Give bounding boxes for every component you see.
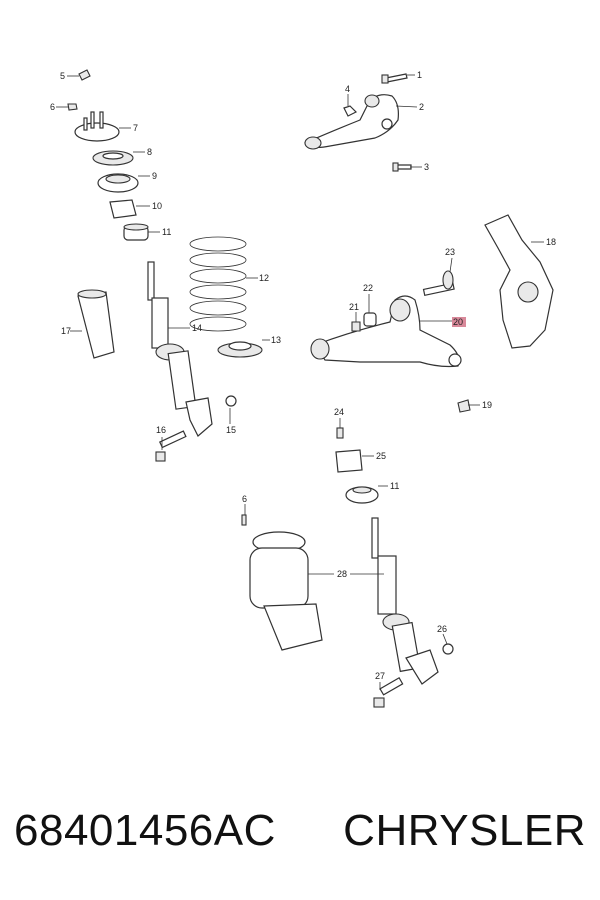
callout-17: 17: [61, 326, 71, 336]
nut-19: [457, 399, 471, 413]
air-spring-28: [249, 531, 323, 651]
nut-5: [78, 69, 91, 81]
bump-stop-10: [109, 199, 137, 219]
exploded-parts-diagram: 1 2 3 4 5 6 7 8 9 10 11 12 13 14 15 16 1…: [50, 69, 556, 708]
callout-14: 14: [192, 323, 202, 333]
brand-name: CHRYSLER: [343, 806, 586, 855]
callout-11: 11: [162, 227, 171, 237]
nut-6-bottom: [241, 514, 247, 526]
callout-5: 5: [60, 71, 65, 81]
highlighted-callout-bg: [452, 317, 466, 327]
callout-23: 23: [445, 247, 455, 257]
nut-15: [225, 395, 237, 407]
callout-7: 7: [133, 123, 138, 133]
callout-11-bottom: 11: [390, 481, 399, 491]
spring-seat-13: [217, 341, 263, 358]
callout-13: 13: [271, 335, 281, 345]
callout-18: 18: [546, 237, 556, 247]
front-shock-14: [147, 261, 213, 437]
bolt-23: [422, 270, 455, 296]
bolt-16: [155, 430, 187, 462]
mount-25: [335, 449, 363, 473]
callout-labels: 1 2 3 4 5 6 7 8 9 10 11 12 13 14 15 16 1…: [50, 70, 556, 681]
caption-bar: 68401456AC CHRYSLER: [0, 796, 600, 866]
nut-24: [336, 427, 344, 439]
dust-boot-17: [77, 289, 115, 359]
nut-21: [351, 321, 361, 332]
callout-20: 20: [453, 317, 463, 327]
callout-24: 24: [334, 407, 344, 417]
callout-4: 4: [345, 84, 350, 94]
lower-control-arm-20: [310, 295, 462, 368]
upper-control-arm: [304, 94, 399, 150]
callout-25: 25: [376, 451, 386, 461]
callout-8: 8: [147, 147, 152, 157]
callout-22: 22: [363, 283, 373, 293]
callout-28: 28: [337, 569, 347, 579]
callout-21: 21: [349, 302, 359, 312]
strut-mount-7: [74, 111, 120, 142]
callout-12: 12: [259, 273, 269, 283]
knuckle-18: [484, 214, 554, 349]
bushing-22: [363, 312, 377, 327]
callout-1: 1: [417, 70, 422, 80]
callout-16: 16: [156, 425, 166, 435]
nut-6-top: [67, 103, 78, 111]
callout-6: 6: [50, 102, 55, 112]
callout-27: 27: [375, 671, 385, 681]
bolt-1: [381, 73, 408, 84]
nut-26: [442, 643, 454, 655]
rear-shock-28: [371, 517, 439, 685]
callout-6-bottom: 6: [242, 494, 247, 504]
callout-3: 3: [424, 162, 429, 172]
callout-10: 10: [152, 201, 162, 211]
callout-15: 15: [226, 425, 236, 435]
bolt-27: [373, 676, 404, 708]
bushing-4: [343, 105, 358, 117]
jounce-bumper-11-top: [123, 223, 149, 241]
part-number: 68401456AC: [14, 806, 276, 855]
coil-spring-12: [189, 236, 247, 332]
bolt-3: [392, 162, 412, 172]
callout-9: 9: [152, 171, 157, 181]
jounce-bumper-11-bottom: [345, 486, 379, 504]
callout-26: 26: [437, 624, 447, 634]
isolator-9: [97, 173, 139, 193]
bearing-8: [92, 150, 134, 166]
callout-19: 19: [482, 400, 492, 410]
leader-lines: [56, 74, 544, 690]
callout-2: 2: [419, 102, 424, 112]
